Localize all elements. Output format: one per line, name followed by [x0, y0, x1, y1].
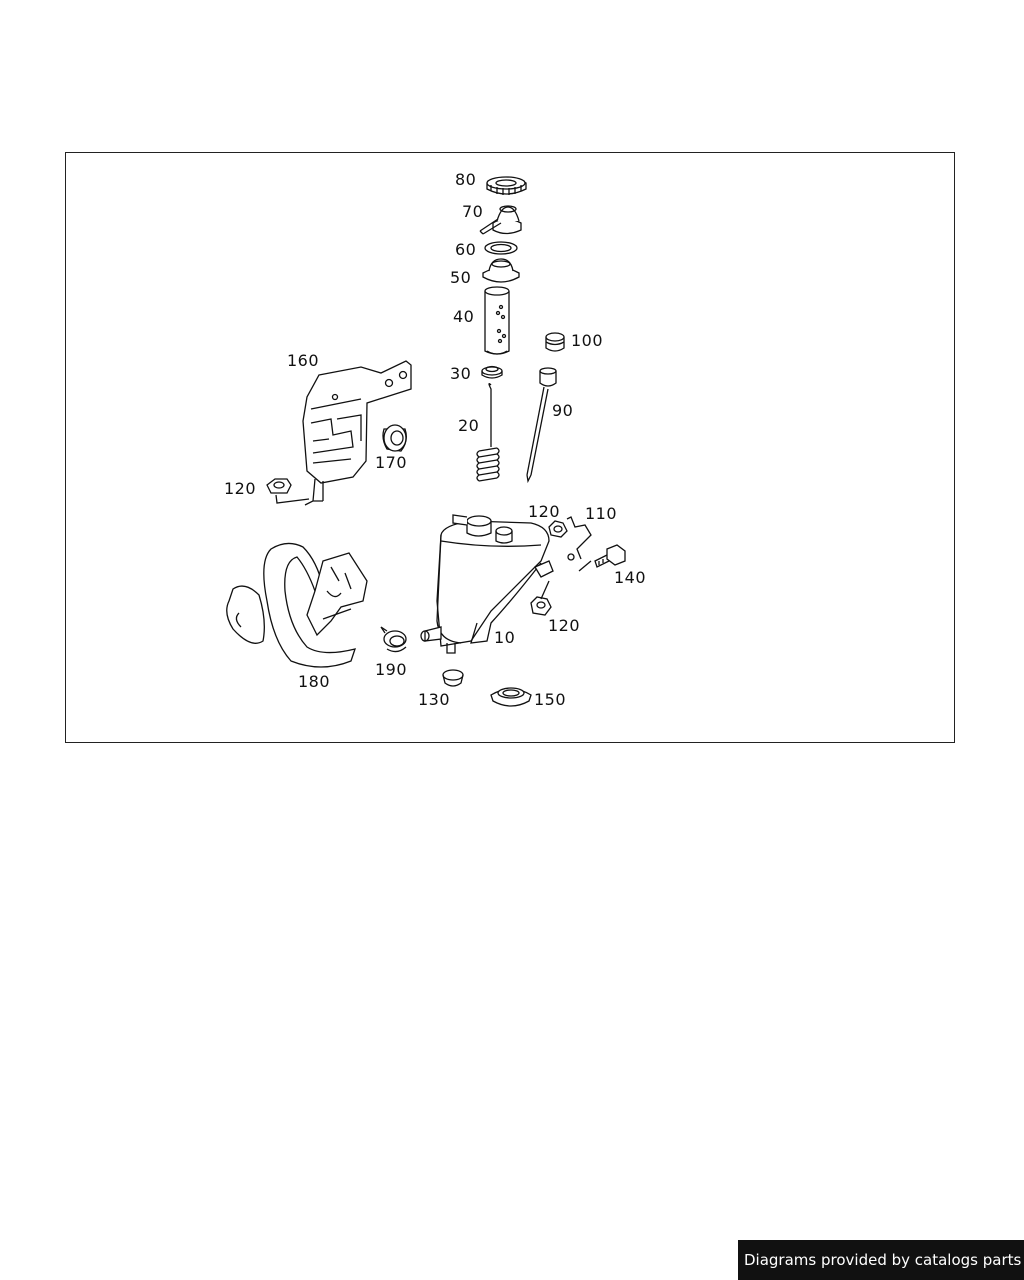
label-part-20[interactable]: 20 [458, 416, 480, 435]
part-60-ring[interactable] [484, 241, 518, 255]
label-part-130[interactable]: 130 [418, 690, 451, 709]
part-30-seal[interactable] [481, 365, 503, 379]
part-100-plug[interactable] [545, 332, 565, 352]
label-part-90[interactable]: 90 [552, 401, 574, 420]
part-140-bolt[interactable] [578, 544, 626, 572]
part-10-reservoir[interactable] [420, 514, 554, 654]
label-part-80[interactable]: 80 [455, 170, 477, 189]
diagram-frame: 80 70 60 50 40 100 160 30 90 20 170 120 … [65, 152, 955, 743]
part-150-grommet[interactable] [490, 687, 532, 707]
part-70-fitting[interactable] [479, 205, 522, 235]
part-120-nut-upper-right[interactable] [548, 520, 568, 538]
label-part-160[interactable]: 160 [287, 351, 320, 370]
label-part-150[interactable]: 150 [534, 690, 567, 709]
label-part-50[interactable]: 50 [450, 268, 472, 287]
part-120-nut-left[interactable] [266, 478, 310, 504]
label-part-120-lower[interactable]: 120 [548, 616, 581, 635]
exploded-parts-diagram [226, 176, 626, 707]
label-part-110[interactable]: 110 [585, 504, 618, 523]
label-part-100[interactable]: 100 [571, 331, 604, 350]
part-130-plug[interactable] [442, 669, 464, 687]
part-170-grommet[interactable] [382, 424, 407, 452]
part-160-bracket[interactable] [302, 360, 412, 506]
label-part-70[interactable]: 70 [462, 202, 484, 221]
label-part-40[interactable]: 40 [453, 307, 475, 326]
part-50-seal[interactable] [482, 258, 520, 283]
label-part-180[interactable]: 180 [298, 672, 331, 691]
part-20-spring[interactable] [476, 383, 500, 482]
label-part-120-upper-right[interactable]: 120 [528, 502, 561, 521]
label-part-140[interactable]: 140 [614, 568, 647, 587]
part-80-cap[interactable] [486, 176, 527, 195]
part-120-nut-lower[interactable] [530, 580, 552, 616]
label-part-30[interactable]: 30 [450, 364, 472, 383]
part-40-filter[interactable] [484, 286, 510, 355]
label-part-60[interactable]: 60 [455, 240, 477, 259]
credit-banner: Diagrams provided by catalogs parts [738, 1240, 1024, 1280]
label-part-170[interactable]: 170 [375, 453, 408, 472]
part-110-clip[interactable] [566, 516, 592, 561]
part-90-dipstick[interactable] [526, 367, 557, 484]
part-180-hose[interactable] [226, 542, 368, 668]
label-part-190[interactable]: 190 [375, 660, 408, 679]
label-part-120-left[interactable]: 120 [224, 479, 257, 498]
part-190-clamp[interactable] [380, 626, 407, 653]
label-part-10[interactable]: 10 [494, 628, 516, 647]
